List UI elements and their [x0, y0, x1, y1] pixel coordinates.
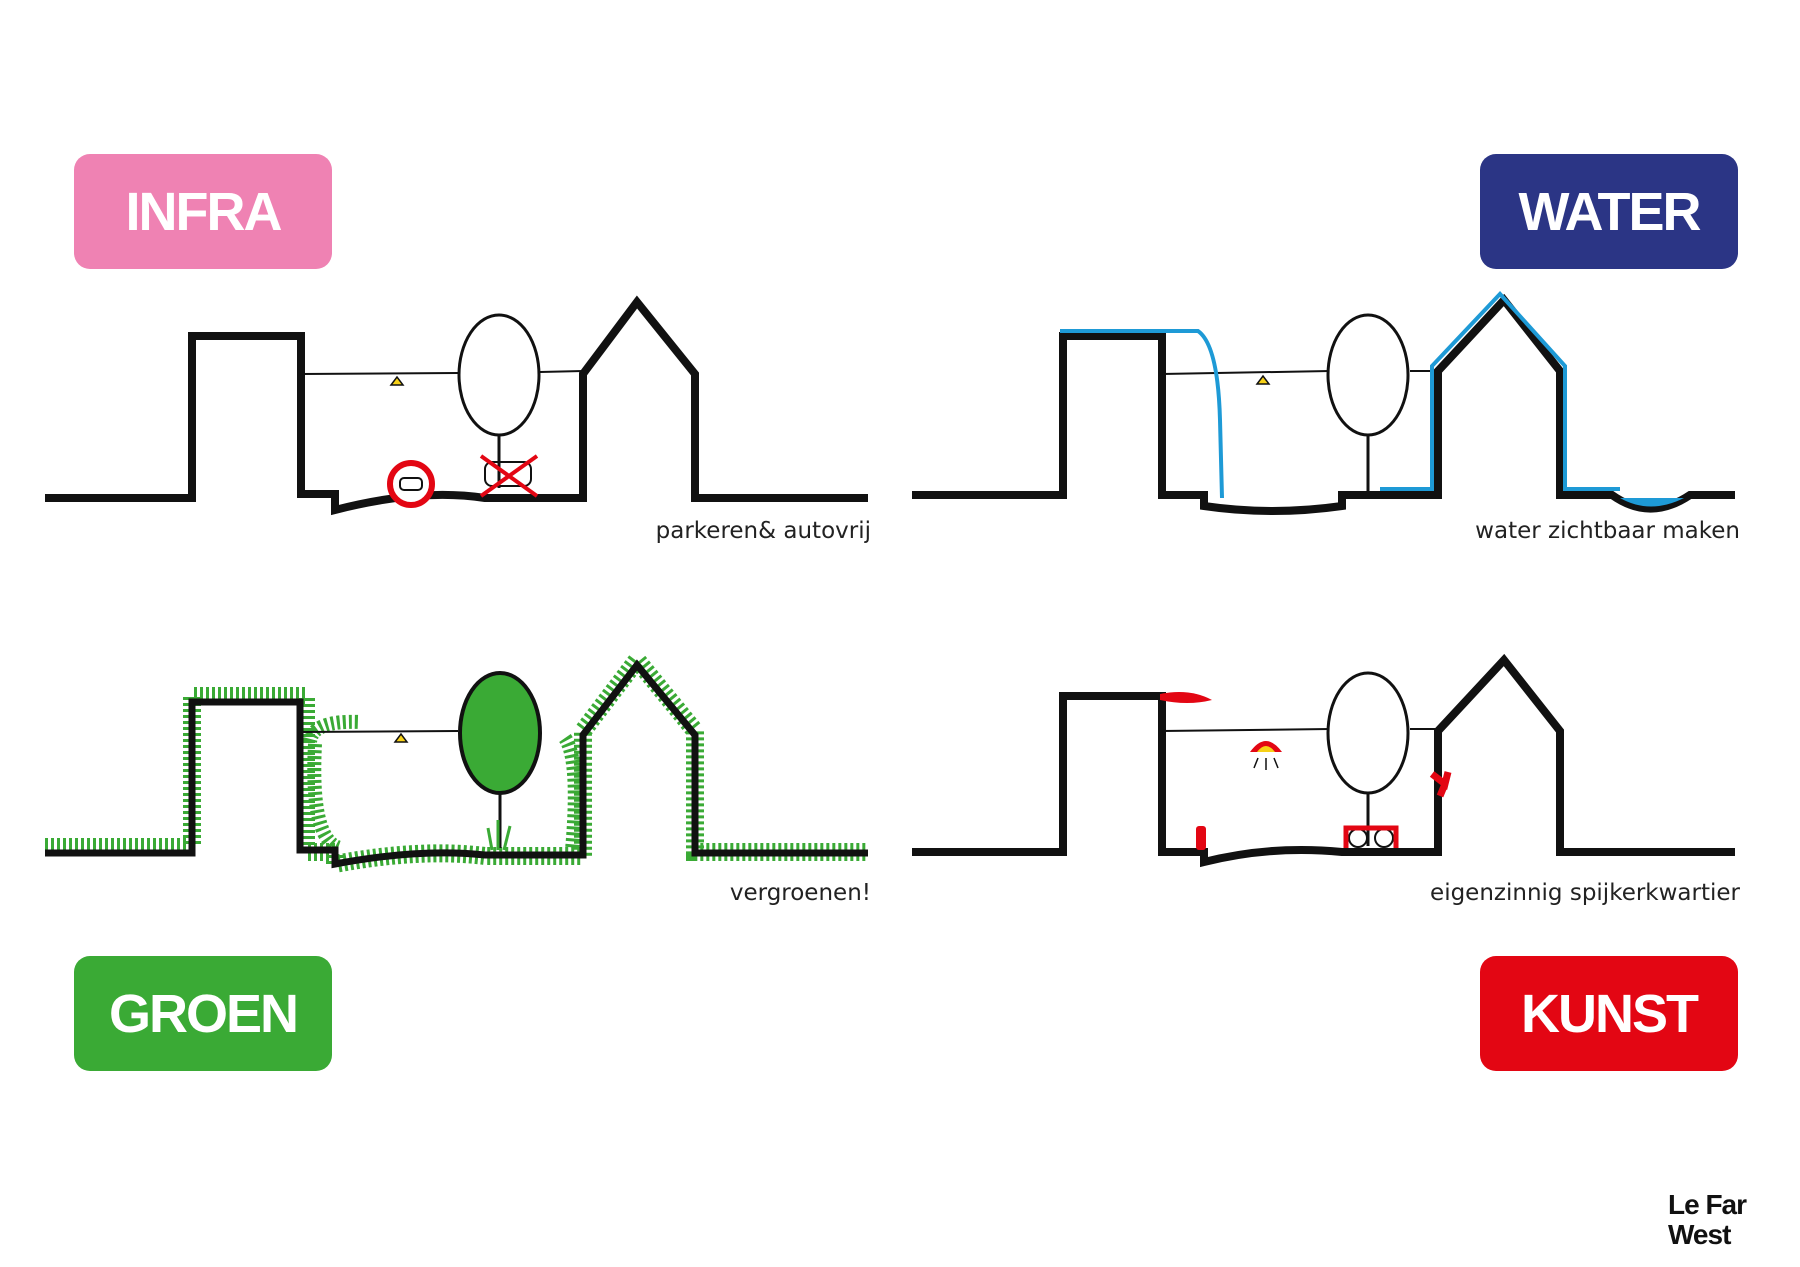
water-section [912, 291, 1735, 515]
kunst-badge-label: KUNST [1521, 983, 1699, 1044]
kunst-tree-crown [1326, 671, 1410, 795]
water-wire [1161, 370, 1331, 375]
bike-rack-icon [1343, 825, 1399, 848]
kunst-caption: eigenzinnig spijkerkwartier [1430, 880, 1740, 906]
water-tree-crown [1326, 313, 1410, 437]
water-street-profile [912, 293, 1735, 515]
infra-lamp-icon [389, 375, 405, 386]
groen-caption: vergroenen! [729, 880, 871, 906]
water-flow-line [1060, 329, 1224, 499]
infra-wire [300, 372, 459, 375]
logo-line-2: West [1668, 1219, 1731, 1250]
infra-tree-crown [457, 313, 541, 437]
infra-caption: parkeren& autovrij [655, 518, 871, 544]
groen-section [45, 645, 868, 875]
water-caption: water zichtbaar maken [1475, 518, 1740, 544]
infra-street-profile [45, 295, 868, 516]
art-bollard-icon [1196, 826, 1206, 850]
groen-badge: GROEN [74, 956, 332, 1071]
infra-badge: INFRA [74, 154, 332, 269]
groen-street-profile [45, 659, 868, 869]
le-far-west-logo: Le Far West [1668, 1189, 1747, 1250]
water-pond [1620, 498, 1684, 507]
water-roof-line [1380, 291, 1620, 491]
kunst-wire [1161, 728, 1331, 732]
art-roof-ornament-icon [1160, 692, 1212, 703]
water-lamp-icon [1255, 374, 1271, 385]
infra-section [45, 295, 868, 516]
groen-arch-hatch [303, 714, 582, 855]
groen-badge-label: GROEN [108, 983, 299, 1044]
crossed-car-icon [479, 454, 539, 498]
infra-badge-label: INFRA [125, 181, 283, 242]
art-wall-object-icon [1429, 771, 1452, 798]
groen-lamp-icon [393, 732, 409, 743]
infra-wire-right [539, 370, 584, 373]
groen-hatch [45, 645, 868, 875]
groen-wire [299, 730, 459, 733]
kunst-street-profile [912, 653, 1735, 868]
water-badge: WATER [1480, 154, 1738, 269]
water-badge-label: WATER [1518, 181, 1702, 242]
logo-line-1: Le Far [1668, 1189, 1747, 1220]
art-lamp-icon [1250, 741, 1282, 770]
groen-tree-crown [458, 671, 542, 795]
no-cars-sign-icon [387, 460, 435, 508]
groen-grass-tuft [486, 820, 512, 851]
kunst-badge: KUNST [1480, 956, 1738, 1071]
kunst-section [912, 653, 1735, 868]
